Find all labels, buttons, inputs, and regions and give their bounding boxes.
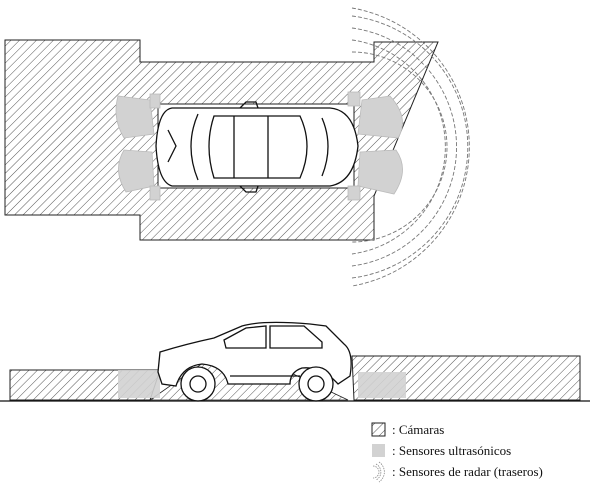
legend-label-radar: : Sensores de radar (traseros) xyxy=(392,464,543,479)
radar-arcs-top xyxy=(351,7,470,287)
top-view xyxy=(4,7,470,287)
camera-coverage-side-rear xyxy=(351,355,581,401)
ultrasonic-sensors-side xyxy=(118,370,406,398)
car-side-view xyxy=(157,321,352,402)
legend-label-cameras: : Cámaras xyxy=(392,422,444,437)
legend-label-ultrasonic: : Sensores ultrasónicos xyxy=(392,443,511,458)
legend: : Cámaras : Sensores ultrasónicos : Sens… xyxy=(371,422,543,483)
car-top-view xyxy=(155,101,359,193)
hatch-swatch-icon xyxy=(371,422,386,437)
radar-waves-icon xyxy=(372,461,385,483)
gray-swatch-icon xyxy=(372,444,385,457)
ultrasonic-sensors-top xyxy=(115,91,403,201)
side-view xyxy=(0,321,590,402)
